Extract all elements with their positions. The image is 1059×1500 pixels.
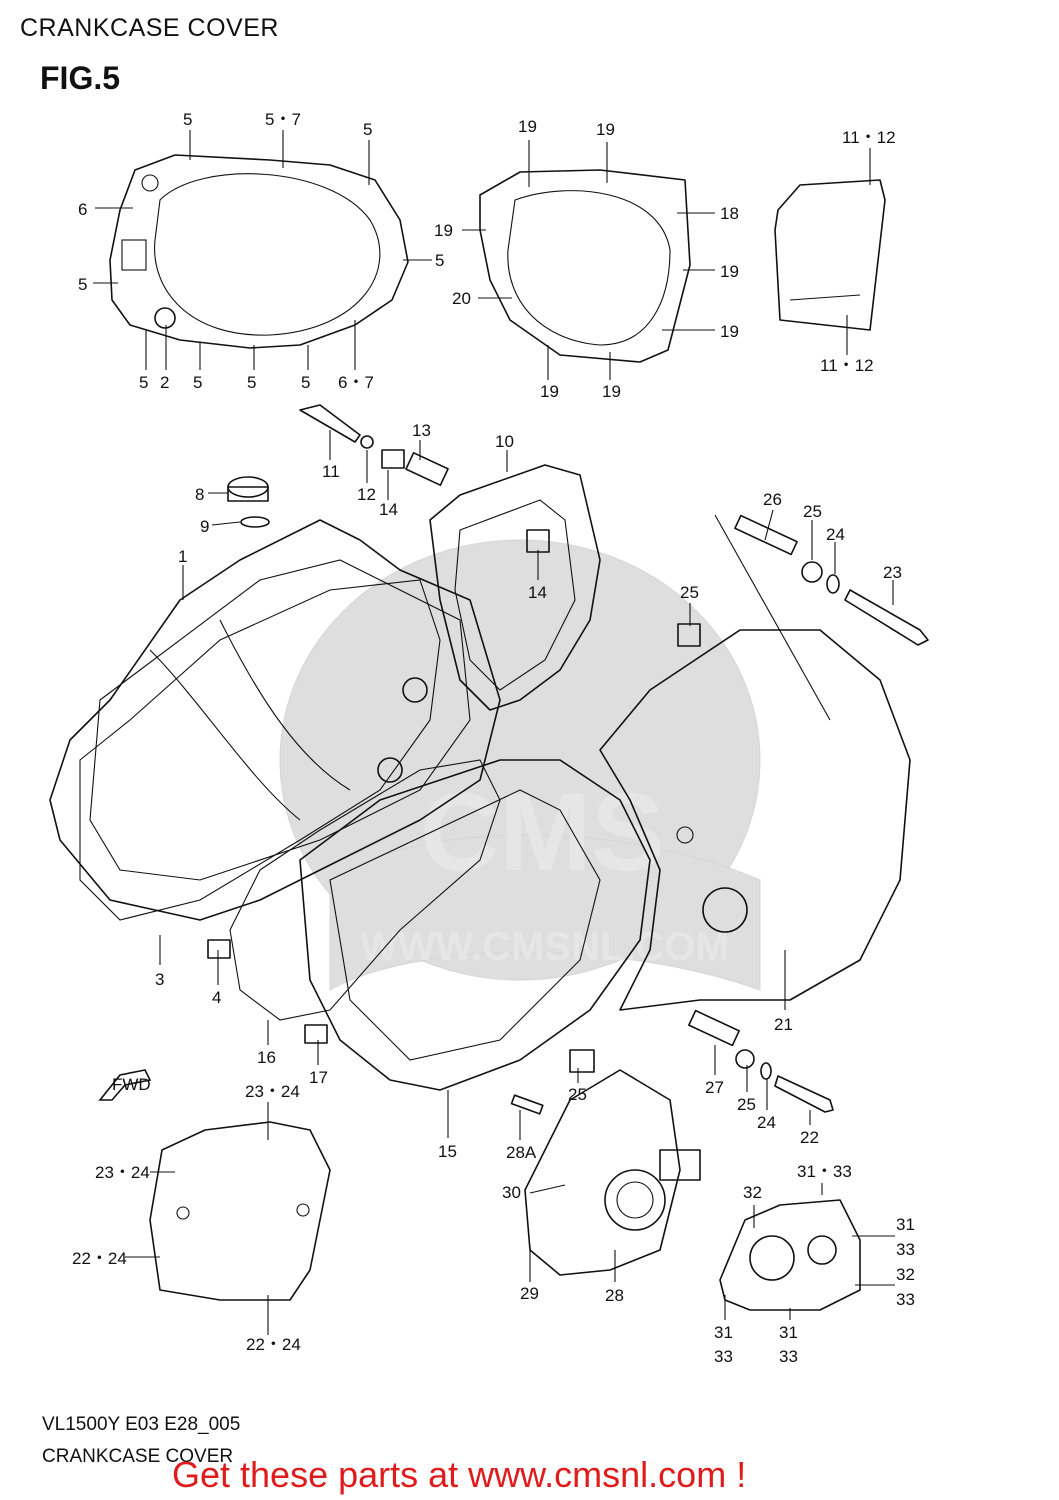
callout-labels: 5 5・7 5 6 5 5 5 2 5 5 5 6・7 19 19 19 18 …: [72, 110, 915, 1366]
crankcase-body: [49, 519, 501, 921]
callout: 31: [714, 1323, 733, 1342]
watermark: CMS WWW.CMSNL.COM: [279, 539, 761, 991]
callout: 33: [779, 1347, 798, 1366]
callout: 23・24: [245, 1082, 300, 1101]
callout: 19: [720, 262, 739, 281]
leader-lines: [93, 130, 895, 1335]
callout: 32: [896, 1265, 915, 1284]
callout: 11・12: [842, 128, 896, 147]
gasket-3: [79, 579, 441, 921]
bolt-set-top: [299, 404, 550, 553]
callout: 25: [803, 502, 822, 521]
callout: 5: [435, 251, 444, 270]
diagram-subtitle: CRANKCASE COVER: [42, 1446, 234, 1467]
callout: 5: [183, 110, 192, 129]
callout: 26: [763, 490, 782, 509]
callout: 4: [212, 988, 221, 1007]
callout: 5: [363, 120, 372, 139]
fwd-arrow: FWD: [98, 1069, 152, 1101]
callout: 22・24: [246, 1335, 301, 1354]
watermark-logo: CMS: [420, 771, 664, 894]
callout: 30: [502, 1183, 521, 1202]
callout: 11: [322, 462, 340, 481]
callout: 24: [826, 525, 845, 544]
callout: 2: [160, 373, 169, 392]
pump-cover: [719, 1199, 861, 1311]
callout: 15: [438, 1142, 457, 1161]
oil-cap: [227, 476, 270, 528]
cover-bottom-left: [149, 1121, 331, 1301]
callout: 19: [602, 382, 621, 401]
callout: 5: [78, 275, 87, 294]
callout: 22・24: [72, 1249, 127, 1268]
clutch-cover-top: [109, 154, 409, 349]
callout: 25: [568, 1085, 587, 1104]
callout: 6・7: [338, 373, 374, 392]
callout: 13: [412, 421, 431, 440]
callout: 25: [680, 583, 699, 602]
callout: 5・7: [265, 110, 301, 129]
callout: 23・24: [95, 1163, 150, 1182]
promo-link[interactable]: Get these parts at www.cmsnl.com !: [172, 1454, 747, 1495]
gasket-16: [229, 759, 501, 1021]
callout: 3: [155, 970, 164, 989]
cover-15: [299, 759, 651, 1091]
callout: 19: [596, 120, 615, 139]
figure-label: FIG.5: [40, 60, 121, 96]
callout: 32: [743, 1183, 762, 1202]
callout: 5: [193, 373, 202, 392]
callout: 27: [705, 1078, 724, 1097]
callout: 5: [139, 373, 148, 392]
watermark-url: WWW.CMSNL.COM: [360, 925, 729, 969]
callout: 31: [896, 1215, 915, 1234]
callout: 11・12: [820, 356, 874, 375]
callout: 21: [774, 1015, 793, 1034]
callout: 19: [518, 117, 537, 136]
callout: 19: [720, 322, 739, 341]
callout: 5: [301, 373, 310, 392]
callout: 8: [195, 485, 204, 504]
callout: 22: [800, 1128, 819, 1147]
callout: 14: [528, 583, 547, 602]
callout: 29: [520, 1284, 539, 1303]
page-title: CRANKCASE COVER: [20, 14, 279, 42]
callout: 24: [757, 1113, 776, 1132]
small-cover: [774, 179, 886, 331]
plate-assembly: [524, 1069, 701, 1276]
callout: 5: [247, 373, 256, 392]
callout: 33: [714, 1347, 733, 1366]
bolt-set-right: [207, 514, 929, 1115]
callout: 23: [883, 563, 902, 582]
callout: 16: [257, 1048, 276, 1067]
callout: 28A: [506, 1143, 537, 1162]
callout: 25: [737, 1095, 756, 1114]
callout: 33: [896, 1290, 915, 1309]
callout: 6: [78, 200, 87, 219]
callout: 20: [452, 289, 471, 308]
bracket-10: [429, 464, 601, 711]
callout: 28: [605, 1286, 624, 1305]
callout: 31・33: [797, 1162, 852, 1181]
callout: 31: [779, 1323, 798, 1342]
callout: 33: [896, 1240, 915, 1259]
callout: 14: [379, 500, 398, 519]
callout: 12: [357, 485, 376, 504]
sprocket-cover: [479, 169, 691, 363]
callout: 18: [720, 204, 739, 223]
callout: 9: [200, 517, 209, 536]
callout: 19: [434, 221, 453, 240]
callout: 19: [540, 382, 559, 401]
fwd-label: FWD: [112, 1075, 151, 1094]
diagram-code: VL1500Y E03 E28_005: [42, 1414, 241, 1435]
callout: 17: [309, 1068, 328, 1087]
callout: 10: [495, 432, 514, 451]
callout: 1: [178, 547, 187, 566]
cover-21: [599, 514, 911, 1011]
